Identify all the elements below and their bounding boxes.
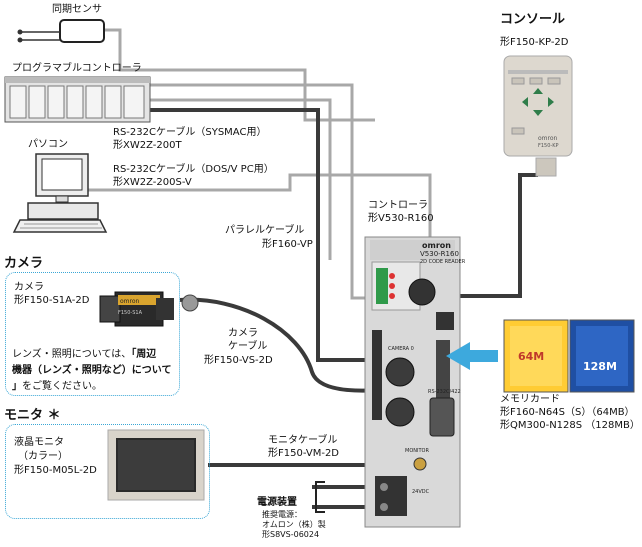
lens-note-text-1: レンズ・照明については、 — [12, 349, 132, 360]
lcd-monitor-model-label: 形F150-M05L-2D — [14, 465, 97, 476]
pc-device — [12, 153, 108, 233]
controller-name-text: V530-R160 — [420, 250, 459, 258]
parallel-cable-label: パラレルケーブル — [225, 225, 305, 236]
rs232-dos-cable — [75, 173, 432, 250]
lcd-monitor-label-2: （カラー） — [18, 451, 68, 462]
rs232-dos-model-label: 形XW2Z-200S-V — [113, 177, 192, 188]
lens-note-bold-1: 「周辺 — [131, 349, 157, 360]
controller-label: コントローラ — [368, 200, 428, 211]
camera-label-text: F150-S1A — [118, 310, 143, 316]
console-model-label: 形F150-KP-2D — [500, 37, 569, 48]
camera-cable-label-1: カメラ — [228, 328, 258, 339]
camera-brand-text: omron — [120, 298, 140, 305]
camera-device — [99, 291, 199, 327]
lens-note-line3: 」をご覧ください。 — [12, 380, 102, 393]
camera-cable-model-label: 形F150-VS-2D — [204, 355, 273, 366]
console-device — [503, 55, 573, 177]
sync-sensor-device — [17, 19, 105, 43]
monitor-port-text: MONITOR — [405, 448, 429, 454]
lcd-monitor-device — [107, 429, 205, 501]
monitor-cable-model-label: 形F150-VM-2D — [268, 448, 340, 459]
power-port-text: 24VDC — [412, 489, 430, 495]
rs232-sysmac-model-label: 形XW2Z-200T — [113, 140, 182, 151]
rs232-port-text: RS-232C/422 — [428, 389, 461, 395]
pc-label: パソコン — [28, 139, 68, 150]
rs232-sysmac-cable — [150, 83, 368, 300]
monitor-box — [5, 424, 210, 519]
monitor-section-header: モニタ ＊ — [4, 408, 61, 423]
power-maker-label: オムロン（株）製 — [262, 520, 326, 529]
memory-card-insert-arrow — [446, 342, 498, 370]
console-cable — [436, 173, 538, 298]
rs232-sysmac-label: RS-232Cケーブル（SYSMAC用） — [113, 127, 267, 138]
sync-sensor-label: 同期センサ — [52, 4, 102, 15]
console-brand-text: omron — [538, 135, 558, 142]
camera-model-label: 形F150-S1A-2D — [14, 295, 90, 306]
plc-device — [4, 76, 151, 123]
memory-card-device — [503, 319, 635, 393]
card1-text: 64M — [518, 350, 544, 363]
memory-card-model-2-label: 形QM300-N128S （128MB） — [500, 420, 640, 431]
power-model-label: 形S8VS-06024 — [262, 530, 320, 539]
power-cable — [312, 485, 368, 509]
camera-cable — [179, 297, 381, 393]
lens-note-bold-3: 」 — [12, 381, 22, 392]
parallel-model-label: 形F160-VP — [262, 239, 313, 250]
camera-box — [5, 272, 180, 396]
memory-card-label: メモリカード — [500, 394, 560, 405]
lens-note-line2: 機器（レンズ・照明など）について — [12, 364, 172, 377]
camera-section-header: カメラ — [4, 256, 44, 271]
controller-device — [364, 236, 461, 528]
power-supply-device — [315, 481, 325, 513]
monitor-cable-label: モニタケーブル — [268, 435, 338, 446]
console-model-text: F150-KP — [538, 143, 559, 149]
plc-bus-cable — [150, 98, 332, 260]
power-recommended-label: 推奨電源： — [262, 510, 302, 519]
controller-model-label: 形V530-R160 — [368, 213, 434, 224]
console-header: コンソール — [500, 12, 566, 27]
parallel-cable — [150, 108, 378, 362]
lens-note-bold-2: 機器（レンズ・照明など）について — [12, 365, 172, 376]
lens-note-line1: レンズ・照明については、「周辺 — [12, 348, 156, 361]
card2-text: 128M — [583, 360, 617, 373]
camera-cable-label-2: ケーブル — [228, 341, 268, 352]
lcd-monitor-label-1: 液晶モニタ — [14, 437, 64, 448]
power-supply-label: 電源装置 — [257, 497, 297, 508]
plc-label: プログラマブルコントローラ — [12, 63, 142, 74]
omron-logo-text: omron — [422, 241, 451, 250]
lens-note-text-2: をご覧ください。 — [22, 381, 102, 392]
rs232-dos-label: RS-232Cケーブル（DOS/V PC用） — [113, 164, 274, 175]
camera-label: カメラ — [14, 282, 44, 293]
camera-port-text: CAMERA 0 — [388, 346, 414, 352]
controller-type-text: 2D CODE READER — [420, 259, 466, 265]
memory-card-model-1-label: 形F160-N64S（S）（64MB） — [500, 407, 635, 418]
